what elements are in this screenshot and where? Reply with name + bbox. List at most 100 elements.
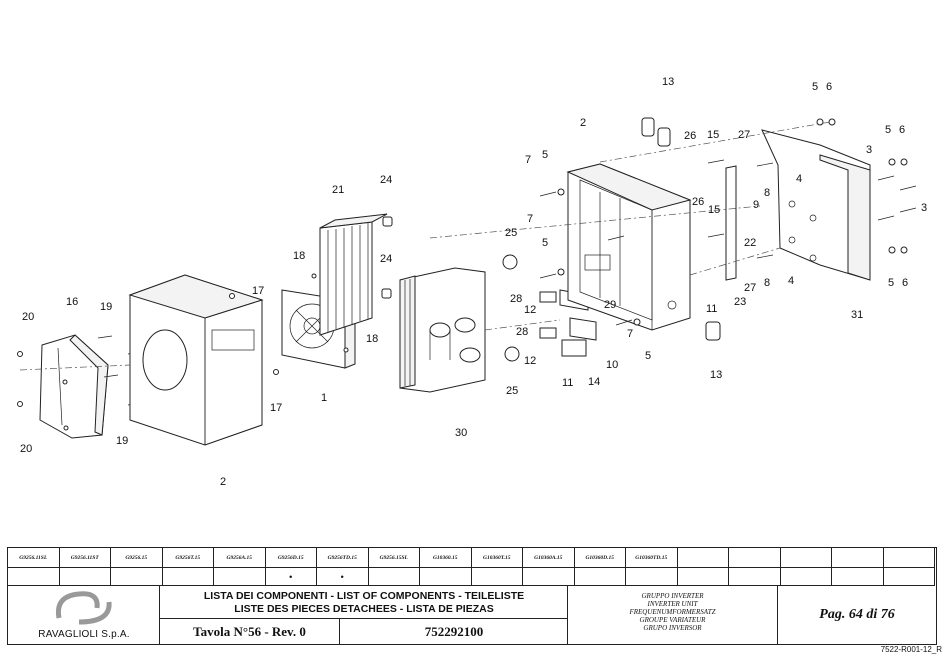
callout-31: 31 (851, 309, 863, 321)
glands-13 (641, 117, 721, 341)
model-code-cell (832, 548, 884, 568)
callout-19: 19 (100, 301, 112, 313)
callout-29: 29 (604, 299, 616, 311)
model-code-cell: G9256T.15 (162, 548, 214, 568)
callout-30: 30 (455, 427, 467, 439)
bracket-9 (725, 165, 737, 281)
model-mark-cell: • (265, 568, 317, 586)
callout-20: 20 (22, 311, 34, 323)
screws-various (539, 159, 774, 326)
model-mark-cell (368, 568, 420, 586)
logo-cell: RAVAGLIOLI S.p.A. (8, 586, 160, 644)
callout-24: 24 (380, 253, 392, 265)
model-code-cell: G10360T.15 (471, 548, 523, 568)
callout-15: 15 (708, 204, 720, 216)
main-housing-part (566, 163, 692, 331)
callout-2: 2 (220, 476, 226, 488)
group-name-cell: GRUPPO INVERTER INVERTER UNIT FREQUENUMF… (568, 586, 778, 644)
callout-20: 20 (20, 443, 32, 455)
callout-4: 4 (796, 173, 802, 185)
model-mark-cell (471, 568, 523, 586)
model-mark-cell (523, 568, 575, 586)
group-name-de: FREQUENUMFORMERSATZ (629, 608, 716, 616)
callout-19: 19 (116, 435, 128, 447)
model-code-cell: G10360TD.15 (626, 548, 678, 568)
callout-11: 11 (562, 377, 573, 389)
model-code-cell: G9256.15SL (368, 548, 420, 568)
screws-20 (17, 351, 69, 431)
callout-24: 24 (380, 174, 392, 186)
model-mark-cell (214, 568, 266, 586)
group-name-es: GRUPO INVERSOR (643, 624, 702, 632)
callout-28: 28 (516, 326, 528, 338)
callout-6: 6 (826, 81, 832, 93)
callout-11: 11 (706, 303, 717, 315)
screws-3-5-6 (816, 118, 917, 254)
callout-5: 5 (542, 237, 548, 249)
model-code-cell: G10360D.15 (574, 548, 626, 568)
components-list-cell: LISTA DEI COMPONENTI - LIST OF COMPONENT… (160, 586, 568, 645)
callout-5: 5 (645, 350, 651, 362)
callout-6: 6 (899, 124, 905, 136)
exploded-view-drawing: 20 16 19 19 20 2 17 17 18 18 1 21 24 24 … (17, 76, 927, 488)
model-code-cell: G9256.11SL (8, 548, 60, 568)
callout-17: 17 (252, 285, 264, 297)
company-name: RAVAGLIOLI S.p.A. (38, 629, 130, 640)
callout-25: 25 (505, 227, 517, 239)
model-code-cell (729, 548, 781, 568)
callout-7: 7 (525, 154, 531, 166)
model-mark-cell (883, 568, 935, 586)
model-mark-cell (780, 568, 832, 586)
callout-12: 12 (524, 304, 536, 316)
callout-13: 13 (710, 369, 722, 381)
front-cover-part (39, 334, 109, 439)
model-mark-cell (626, 568, 678, 586)
mounting-plate-part (761, 129, 871, 281)
callout-22: 22 (744, 237, 756, 249)
callout-7: 7 (527, 213, 533, 225)
group-name-fr: GROUPE VARIATEUR (639, 616, 706, 624)
model-code-cell (780, 548, 832, 568)
callout-18: 18 (366, 333, 378, 345)
callout-28: 28 (510, 293, 522, 305)
callout-5: 5 (812, 81, 818, 93)
table-revision: Tavola N°56 - Rev. 0 (160, 619, 340, 645)
callout-12: 12 (524, 355, 536, 367)
callout-8: 8 (764, 187, 770, 199)
heatsink-part (319, 213, 388, 336)
callout-3: 3 (866, 144, 872, 156)
callout-3: 3 (921, 202, 927, 214)
model-mark-cell (729, 568, 781, 586)
callout-27: 27 (744, 282, 756, 294)
callout-26: 26 (684, 130, 696, 142)
callout-9: 9 (753, 199, 759, 211)
model-mark-cell (8, 568, 60, 586)
model-mark-cell (162, 568, 214, 586)
callout-labels: 20 16 19 19 20 2 17 17 18 18 1 21 24 24 … (20, 76, 927, 488)
pads-25 (502, 254, 520, 362)
list-title-line-2: LISTE DES PIECES DETACHEES - LISTA DE PI… (234, 603, 494, 615)
callout-17: 17 (270, 402, 282, 414)
model-code-cell (677, 548, 729, 568)
callout-7: 7 (627, 328, 633, 340)
model-marks-row: •• (8, 568, 936, 586)
callout-5: 5 (885, 124, 891, 136)
model-code-cell: G10360.15 (420, 548, 472, 568)
callout-15: 15 (707, 129, 719, 141)
model-mark-cell (677, 568, 729, 586)
callout-6: 6 (902, 277, 908, 289)
callout-18: 18 (293, 250, 305, 262)
model-code-cell: G9256TD.15 (317, 548, 369, 568)
model-code-cell: G9256.11ST (59, 548, 111, 568)
callout-2: 2 (580, 117, 586, 129)
callout-8: 8 (764, 277, 770, 289)
callout-5: 5 (542, 149, 548, 161)
callout-14: 14 (588, 376, 600, 388)
model-mark-cell (420, 568, 472, 586)
company-logo (55, 591, 112, 625)
document-number: 752292100 (424, 624, 484, 639)
callout-1: 1 (321, 392, 327, 404)
callout-10: 10 (606, 359, 618, 371)
